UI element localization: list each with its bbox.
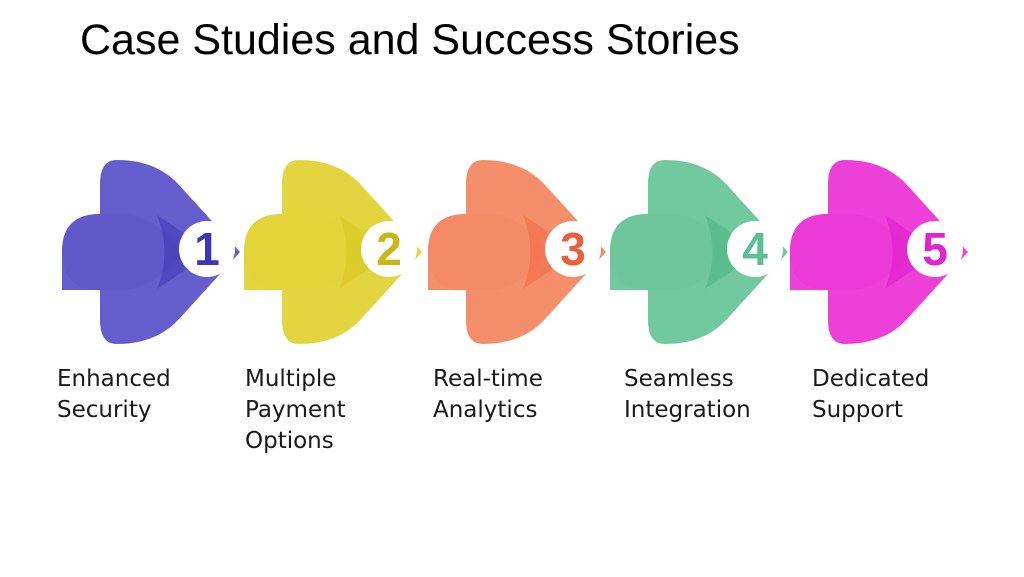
step-number-badge: 1 [179, 221, 235, 277]
step-arrow-4: 4 [610, 160, 810, 360]
page-title: Case Studies and Success Stories [80, 16, 740, 64]
arrow-shape-icon [790, 160, 968, 344]
step-arrow-1: 1 [62, 160, 262, 360]
step-number-badge: 2 [361, 221, 417, 277]
arrow-shape-icon [428, 160, 606, 344]
step-arrow-3: 3 [428, 160, 628, 360]
step-number-badge: 4 [727, 221, 783, 277]
step-label-3: Real-time Analytics [433, 366, 543, 423]
step-arrow-2: 2 [244, 160, 444, 360]
step-label-2: Multiple Payment Options [245, 366, 346, 454]
step-number-badge: 5 [907, 221, 963, 277]
step-number-badge: 3 [545, 221, 601, 277]
arrow-shape-icon [62, 160, 240, 344]
arrow-shape-icon [610, 160, 788, 344]
step-arrow-5: 5 [790, 160, 990, 360]
step-label-5: Dedicated Support [812, 366, 930, 423]
step-label-4: Seamless Integration [624, 366, 751, 423]
arrow-shape-icon [244, 160, 422, 344]
step-label-1: Enhanced Security [57, 366, 171, 423]
